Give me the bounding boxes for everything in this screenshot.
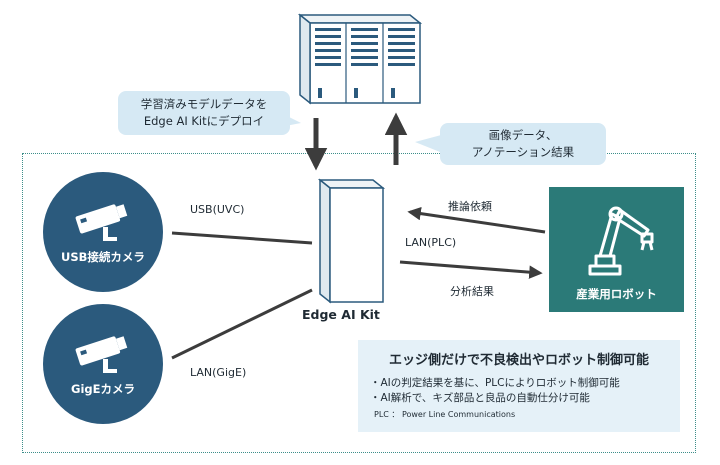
inference-request-label: 推論依頼 bbox=[448, 200, 492, 213]
gige-camera-node: GigEカメラ bbox=[43, 304, 163, 424]
upload-bubble-line-1: 画像データ、 bbox=[488, 128, 558, 142]
info-note: PLC ： Power Line Communications bbox=[374, 410, 516, 419]
server-rack-icon bbox=[297, 13, 423, 105]
analysis-result-arrow bbox=[399, 260, 543, 279]
usb-camera-node: USB接続カメラ bbox=[43, 172, 163, 292]
robot-arm-icon bbox=[588, 206, 653, 276]
analysis-result-label: 分析結果 bbox=[450, 285, 494, 298]
industrial-robot-node: 産業用ロボット bbox=[549, 187, 684, 312]
industrial-robot-label: 産業用ロボット bbox=[576, 287, 657, 301]
gige-connection-label: LAN(GigE) bbox=[190, 366, 247, 379]
upload-bubble: 画像データ、 アノテーション結果 bbox=[440, 123, 606, 165]
plc-connection-label: LAN(PLC) bbox=[405, 236, 457, 249]
info-box: エッジ側だけで不良検出やロボット制御可能 ・AIの判定結果を基に、PLCによりロ… bbox=[358, 340, 680, 432]
deploy-bubble-line-2: Edge AI Kitにデプロイ bbox=[143, 114, 265, 128]
deploy-bubble: 学習済みモデルデータを Edge AI Kitにデプロイ bbox=[118, 91, 290, 135]
upload-bubble-line-2: アノテーション結果 bbox=[471, 145, 575, 159]
inference-request-arrow bbox=[407, 206, 546, 234]
gige-connection-line bbox=[171, 288, 313, 360]
gige-camera-label: GigEカメラ bbox=[71, 382, 135, 396]
upload-bubble-tail bbox=[415, 134, 445, 154]
edge-ai-kit-label: Edge AI Kit bbox=[302, 307, 380, 322]
edge-area-frame bbox=[22, 153, 696, 453]
info-bullet-1: ・AIの判定結果を基に、PLCによりロボット制御可能 bbox=[370, 377, 620, 389]
info-bullet-2: ・AI解析で、キズ部品と良品の自動仕分け可能 bbox=[370, 392, 590, 404]
info-title: エッジ側だけで不良検出やロボット制御可能 bbox=[388, 353, 649, 368]
security-camera-icon bbox=[75, 336, 128, 373]
security-camera-icon bbox=[75, 204, 128, 241]
usb-camera-label: USB接続カメラ bbox=[61, 250, 145, 264]
usb-connection-line bbox=[171, 231, 313, 245]
deploy-bubble-line-1: 学習済みモデルデータを bbox=[140, 97, 268, 111]
usb-connection-label: USB(UVC) bbox=[190, 203, 245, 216]
deploy-bubble-tail bbox=[275, 110, 301, 128]
edge-ai-kit-box bbox=[317, 178, 386, 304]
